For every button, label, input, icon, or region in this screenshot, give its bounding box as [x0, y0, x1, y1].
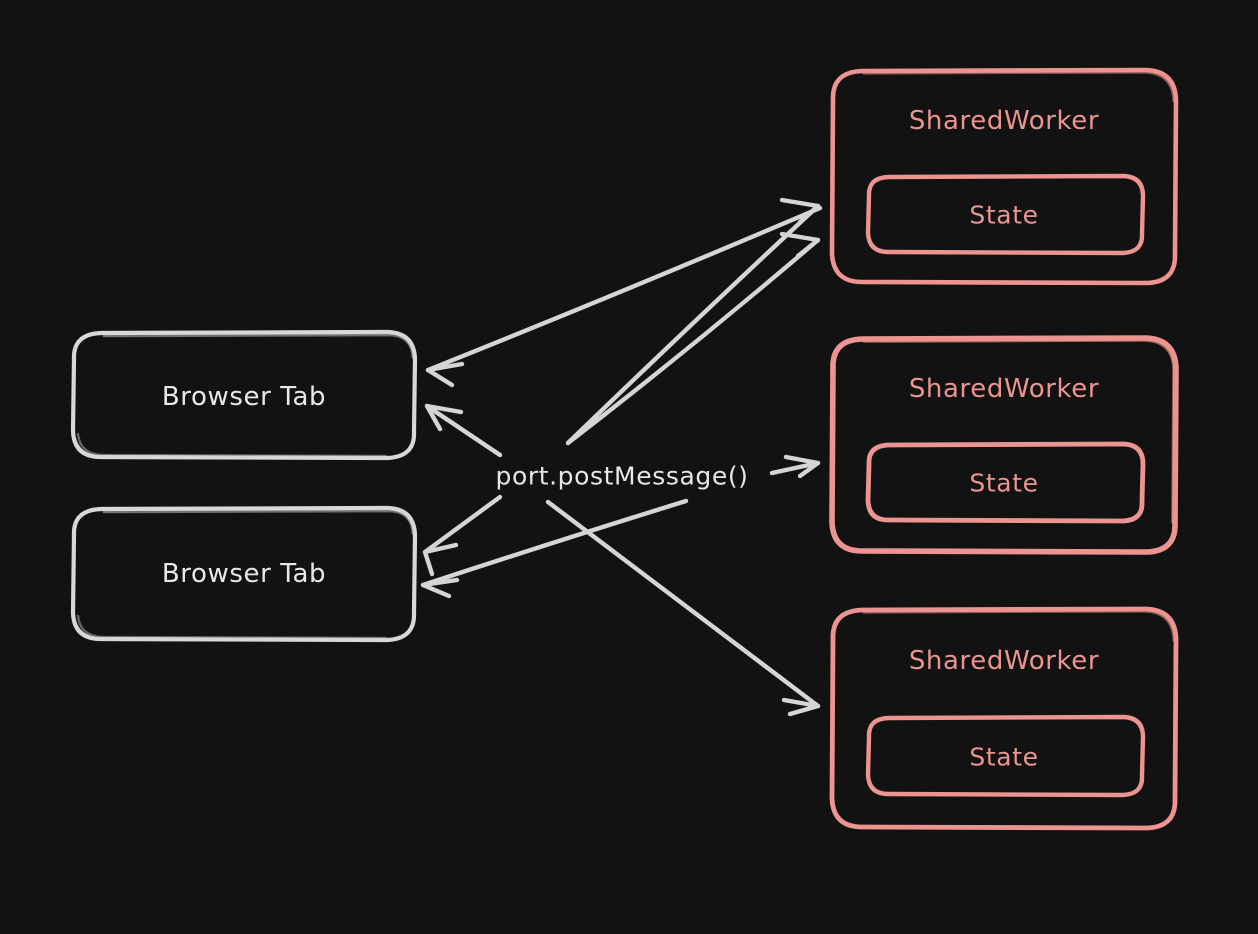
browser-tab-2-group[interactable] [70, 505, 418, 643]
edge-label-to-worker3-line [545, 499, 821, 709]
shared-worker-3-group[interactable] [829, 606, 1179, 831]
browser-tab-1-group[interactable] [70, 329, 418, 461]
browser-tab-1-box-understroke [76, 432, 388, 458]
edge-worker1-to-tab1-arrowhead [425, 361, 465, 388]
shared-worker-3-box-overstroke [862, 609, 1176, 642]
shared-worker-3-state-box[interactable] [865, 714, 1146, 798]
shared-worker-1-box-overstroke [862, 70, 1176, 103]
edge-label-to-tab1-arrowhead [424, 403, 464, 432]
browser-tab-2-box-understroke [76, 614, 388, 640]
edge-label-to-worker2[interactable] [769, 454, 821, 479]
browser-tab-1-box[interactable] [70, 329, 418, 461]
shared-worker-1-box[interactable] [829, 67, 1179, 286]
browser-tab-2-box[interactable] [70, 505, 418, 643]
shared-worker-1-state-box[interactable] [865, 173, 1146, 256]
edge-worker1-to-tab1-line [425, 205, 823, 373]
edge-label-to-worker3[interactable] [545, 499, 821, 717]
edge-label-to-worker1-a-line [565, 203, 821, 446]
edge-worker2-to-tab2-arrowhead [420, 577, 460, 599]
edge-label-to-worker1-b-line [565, 237, 821, 446]
edge-label-to-worker1-b-arrowhead [779, 231, 821, 259]
shared-worker-3-box[interactable] [829, 606, 1179, 831]
edge-worker2-to-tab2-line [420, 498, 689, 588]
browser-tab-2-box-overstroke [102, 509, 415, 536]
edge-label-to-worker1-a[interactable] [565, 197, 821, 446]
shared-worker-2-group[interactable] [829, 335, 1179, 555]
edge-label-to-tab1[interactable] [424, 403, 503, 458]
edge-label-to-worker2-line [769, 460, 821, 476]
edge-label-to-tab2[interactable] [422, 494, 503, 577]
edge-worker2-to-tab2[interactable] [420, 498, 689, 599]
shared-worker-2-box[interactable] [829, 335, 1179, 555]
edge-label-to-worker1-a-arrowhead [779, 197, 821, 225]
shared-worker-2-state-box[interactable] [865, 441, 1146, 524]
edge-label-to-tab1-line [424, 403, 503, 458]
edge-label-to-worker2-arrowhead [783, 454, 821, 479]
edge-worker1-to-tab1[interactable] [425, 205, 823, 388]
shared-worker-2-box-overstroke [862, 338, 1176, 524]
edge-label-to-tab2-arrowhead [422, 542, 459, 577]
browser-tab-1-box-overstroke [102, 333, 415, 360]
edge-label-to-worker3-arrowhead [781, 697, 821, 717]
edge-label-to-worker1-b[interactable] [565, 231, 821, 446]
edge-label-to-tab2-line [422, 494, 503, 555]
shared-worker-1-group[interactable] [829, 67, 1179, 286]
